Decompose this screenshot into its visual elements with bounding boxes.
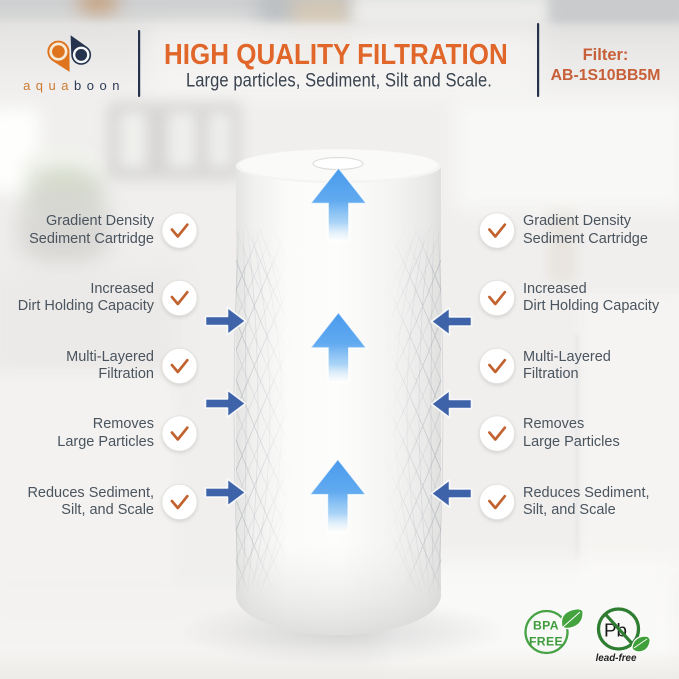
svg-text:lead-free: lead-free <box>596 653 637 664</box>
svg-text:BPA: BPA <box>533 619 559 633</box>
svg-text:Pb: Pb <box>604 620 627 641</box>
svg-text:FREE: FREE <box>529 635 563 649</box>
